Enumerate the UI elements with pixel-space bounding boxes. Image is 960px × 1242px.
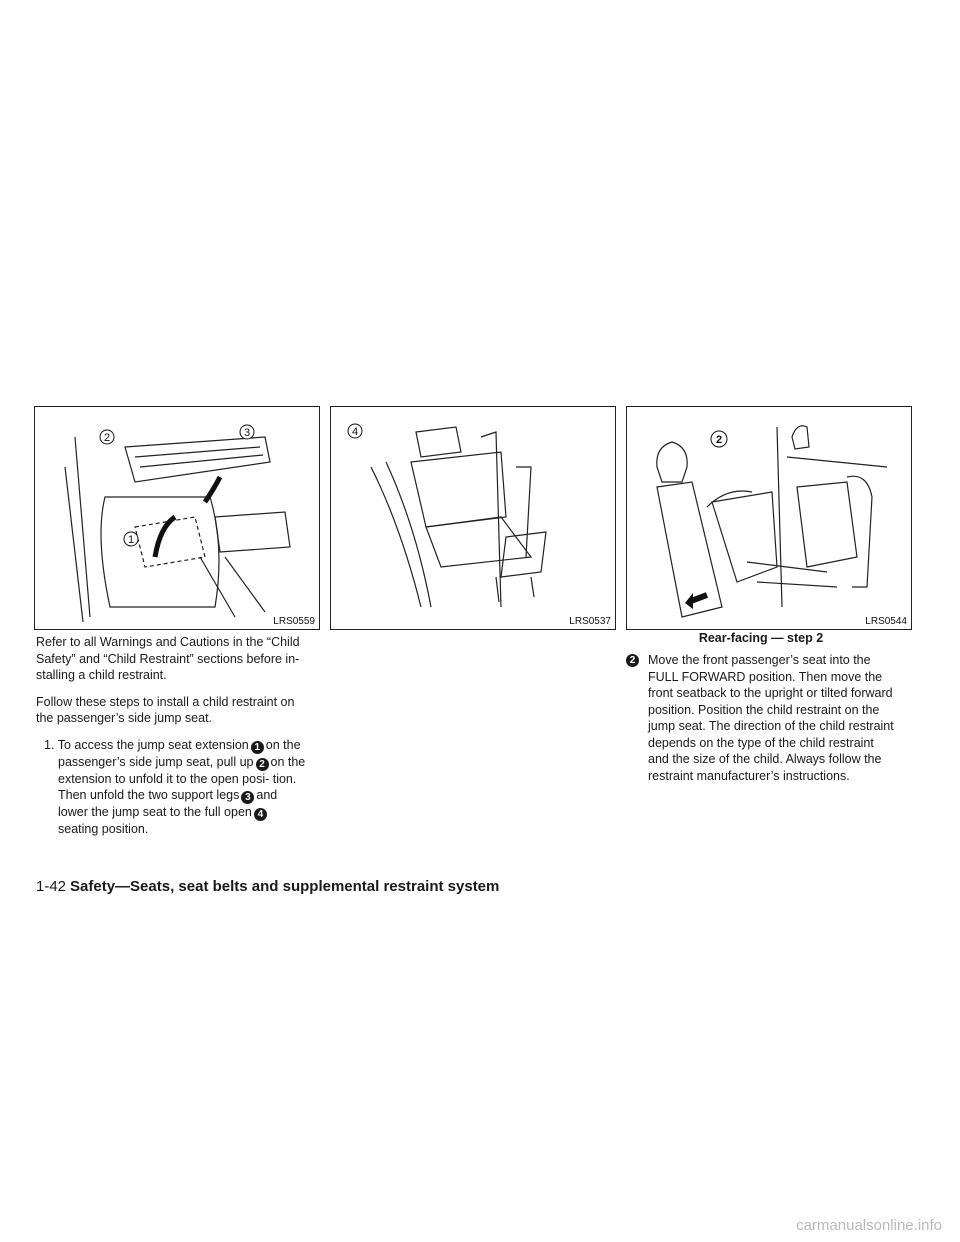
step-text: seating position. [58,822,149,836]
step-2-paragraph: 2 Move the front passenger’s seat into t… [626,652,896,784]
figure-jump-seat-open: 4 LRS0537 [330,406,616,630]
callout-2-icon: 2 [626,654,639,667]
figure-jump-seat-extension: 1 2 3 LRS0559 [34,406,320,630]
callout-2: 2 [104,432,110,444]
step-2-text: Move the front passenger’s seat into the… [648,653,894,783]
jump-seat-open-illustration: 4 [347,423,547,608]
rear-facing-illustration: 2 [656,425,888,618]
figure-code: LRS0559 [273,616,315,627]
callout-3: 3 [244,427,250,439]
right-column: 2 Move the front passenger’s seat into t… [626,652,896,794]
watermark: carmanualsonline.info [796,1217,942,1234]
figure-caption: Rear-facing — step 2 [698,631,824,645]
step-text: and lower the jump seat to the full open [58,788,278,819]
jump-seat-extension-illustration: 1 2 3 [64,424,291,623]
section-title: Safety—Seats, seat belts and supplementa… [70,878,500,895]
figure-code: LRS0544 [865,616,907,627]
intro-paragraph: Follow these steps to install a child re… [36,694,295,726]
step-number: 1. [44,737,55,752]
callout-2-icon: 2 [255,757,269,771]
left-column: Refer to all Warnings and Cautions in th… [36,634,308,848]
callout-1-icon: 1 [250,740,264,754]
callout-4: 4 [352,426,358,438]
step-text: on the passenger’s side jump seat, pull … [58,737,301,769]
page-number: 1-42 [36,878,67,895]
callout-4-icon: 4 [253,808,267,821]
step-text: To access the jump seat extension [57,737,249,752]
callout-3-icon: 3 [241,791,255,804]
warning-reference-paragraph: Refer to all Warnings and Cautions in th… [36,635,300,682]
figure-code: LRS0537 [569,616,611,627]
figure-rear-facing-step2: 2 LRS0544 [626,406,912,630]
callout-1: 1 [128,534,134,546]
callout-2: 2 [716,434,722,446]
step-text: on the extension to unfold it to the ope… [58,754,306,803]
